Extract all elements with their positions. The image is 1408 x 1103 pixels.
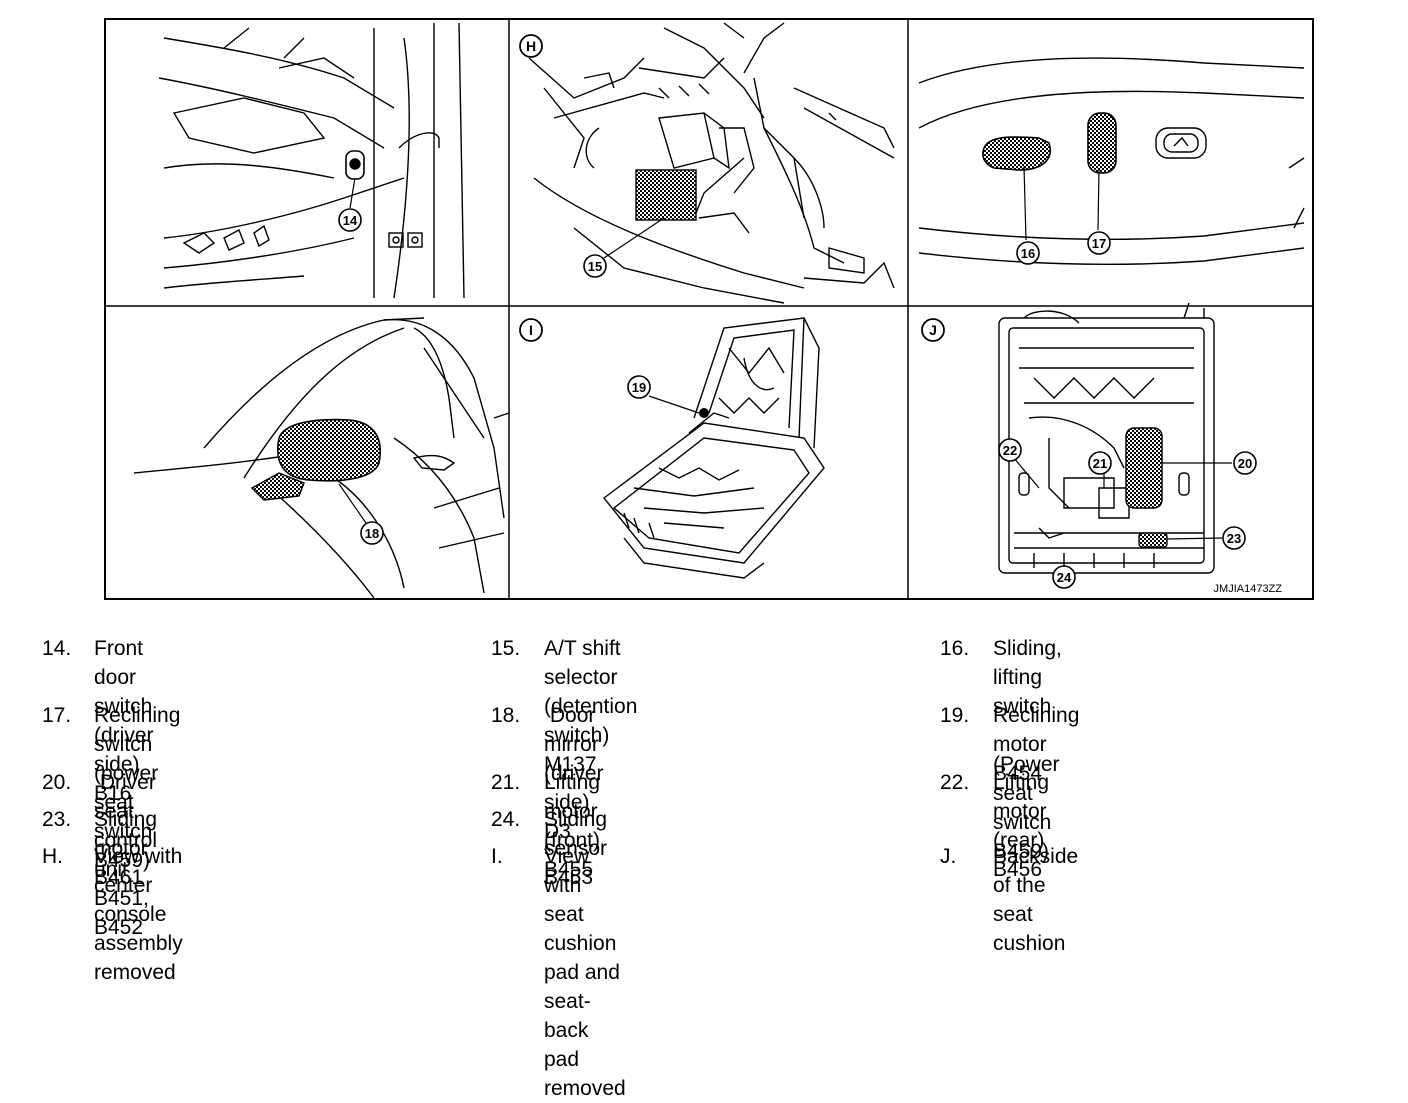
panel-tag-i: I bbox=[519, 318, 543, 342]
legend-text: Reclining switch (power seat switch B459… bbox=[94, 704, 181, 872]
legend-text: Backside of the seat cushion bbox=[993, 845, 1085, 955]
legend-num: I. bbox=[491, 845, 503, 868]
panel-i-seat-frame bbox=[603, 317, 825, 579]
legend-text: Driver seat control unit B451, B452 bbox=[94, 771, 163, 939]
callout-18: 18 bbox=[360, 521, 384, 545]
callout-16-label: 16 bbox=[1021, 246, 1035, 261]
legend-num: 18. bbox=[491, 704, 521, 727]
component-location-diagram: 14 15 H bbox=[104, 18, 1314, 600]
callout-15-label: 15 bbox=[588, 259, 602, 274]
callout-23-label: 23 bbox=[1227, 531, 1241, 546]
panel-door-mirror bbox=[133, 317, 510, 599]
door-mirror-base-shape bbox=[250, 472, 305, 501]
callout-18-label: 18 bbox=[365, 526, 379, 541]
sliding-lifting-switch-shape bbox=[982, 136, 1051, 171]
callout-20: 20 bbox=[1233, 451, 1257, 475]
legend-num: J. bbox=[940, 845, 957, 868]
callout-14-label: 14 bbox=[343, 213, 358, 228]
legend-num: H. bbox=[42, 845, 63, 868]
legend-text: Lifting motor (front) B455 bbox=[544, 771, 606, 881]
legend-num: 23. bbox=[42, 808, 72, 831]
cushion-leader-lines bbox=[1013, 457, 1232, 568]
callout-15: 15 bbox=[583, 254, 607, 278]
legend-text: Sliding, lifting switch (Power seat swit… bbox=[993, 637, 1062, 863]
callout-22-label: 22 bbox=[1003, 443, 1017, 458]
callout-22: 22 bbox=[998, 438, 1022, 462]
callout-23: 23 bbox=[1222, 526, 1246, 550]
legend-text: View with seat cushion pad and seat- bac… bbox=[544, 845, 626, 1100]
legend-text: A/T shift selector (detention switch) M1… bbox=[544, 637, 638, 776]
callout-19: 19 bbox=[627, 375, 651, 399]
panel-tag-j-label: J bbox=[929, 322, 937, 338]
panel-tag-h: H bbox=[519, 34, 543, 58]
legend-text: Sliding motor B461 bbox=[94, 808, 163, 889]
panel-front-door bbox=[158, 22, 465, 299]
mirror-leader-line bbox=[338, 483, 367, 524]
legend-text: Door mirror (driver side) D3 bbox=[544, 704, 610, 843]
legend-num: 21. bbox=[491, 771, 521, 794]
reclining-motor-leader-line bbox=[648, 395, 700, 414]
callout-16: 16 bbox=[1016, 241, 1040, 265]
door-mirror-housing-shape bbox=[277, 418, 381, 482]
callout-17-label: 17 bbox=[1092, 236, 1106, 251]
legend-num: 20. bbox=[42, 771, 72, 794]
switch-leader-lines bbox=[1023, 165, 1100, 241]
panel-tag-h-label: H bbox=[526, 38, 536, 54]
driver-seat-control-unit-shape bbox=[1125, 427, 1163, 509]
panel-tag-i-label: I bbox=[529, 322, 533, 338]
legend-num: 24. bbox=[491, 808, 521, 831]
legend-num: 17. bbox=[42, 704, 72, 727]
legend-num: 14. bbox=[42, 637, 72, 660]
panel-h-shift-selector bbox=[528, 22, 895, 304]
legend-text: Front door switch (driver side) B16 bbox=[94, 637, 160, 805]
reclining-motor-marker bbox=[699, 408, 709, 418]
legend-text: Lifting motor (rear) B456 bbox=[993, 771, 1055, 881]
reclining-switch-shape bbox=[1087, 112, 1117, 174]
callout-20-label: 20 bbox=[1238, 456, 1252, 471]
panel-seat-switches bbox=[918, 57, 1305, 265]
callout-17: 17 bbox=[1087, 231, 1111, 255]
panel-j-cushion-backside bbox=[998, 302, 1215, 574]
legend-text: Sliding sensor B453 bbox=[544, 808, 613, 889]
callout-24-label: 24 bbox=[1057, 570, 1072, 585]
callout-19-label: 19 bbox=[632, 380, 646, 395]
callout-14: 14 bbox=[338, 208, 362, 232]
legend-num: 16. bbox=[940, 637, 970, 660]
sliding-motor-shape bbox=[1138, 532, 1168, 548]
callout-21: 21 bbox=[1088, 451, 1112, 475]
panel-tag-j: J bbox=[921, 318, 945, 342]
legend-num: 19. bbox=[940, 704, 970, 727]
legend-text: View with center console assembly remove… bbox=[94, 845, 183, 984]
legend-num: 22. bbox=[940, 771, 970, 794]
figure-code: JMJIA1473ZZ bbox=[1214, 583, 1283, 595]
legend-text: Reclining motor B454 bbox=[993, 704, 1086, 785]
callout-24: 24 bbox=[1052, 565, 1076, 589]
legend-num: 15. bbox=[491, 637, 521, 660]
callout-21-label: 21 bbox=[1093, 456, 1107, 471]
